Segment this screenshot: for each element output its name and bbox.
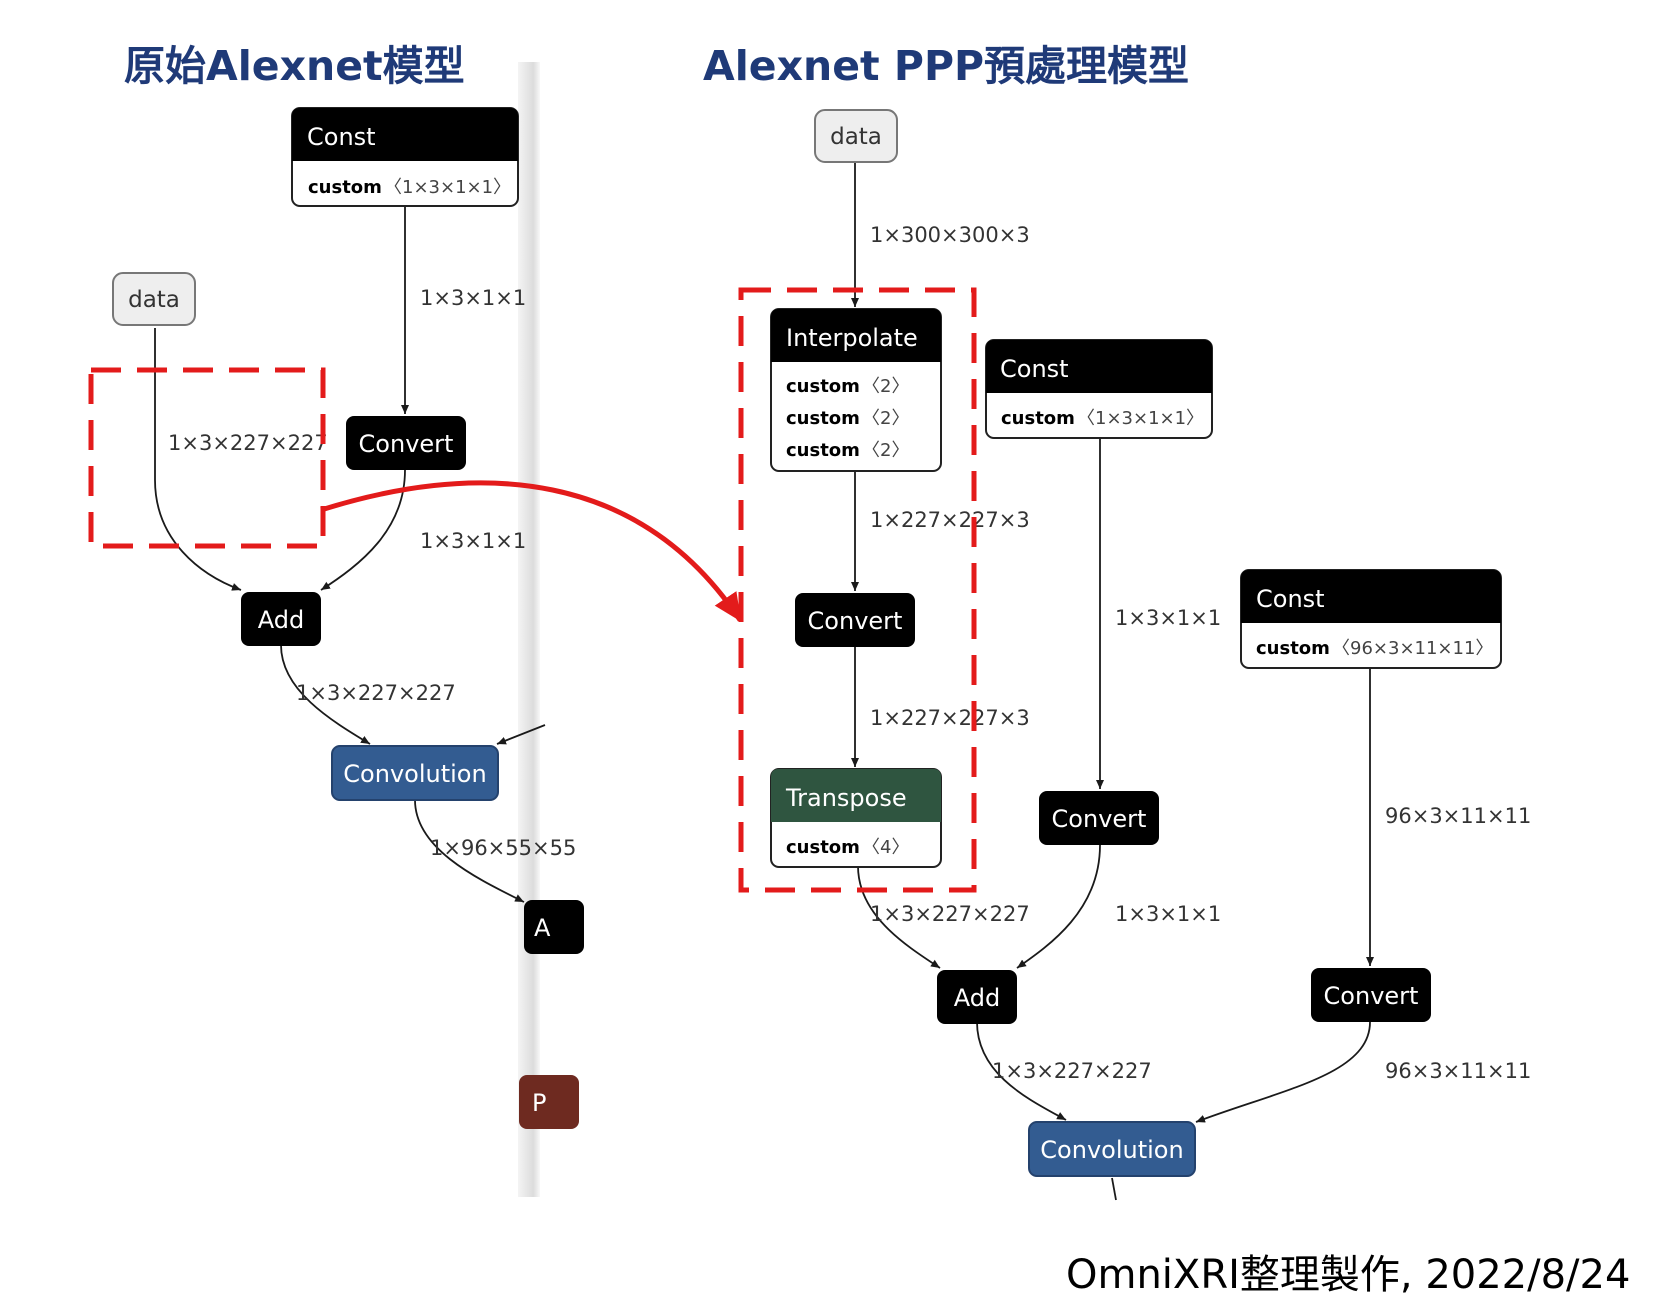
edge-transpose-add [857, 865, 941, 969]
edge-label: 1×3×1×1 [1115, 902, 1221, 926]
attr-key: custom [1256, 638, 1330, 659]
node-title: P [532, 1089, 546, 1117]
edge-label: 1×96×55×55 [430, 836, 576, 860]
node-title: Add [954, 984, 1000, 1012]
add-node[interactable]: Add [937, 970, 1017, 1024]
node-title: Convert [1052, 805, 1147, 833]
edge-add-conv [280, 644, 371, 745]
node-title: Const [307, 123, 376, 151]
data-node[interactable]: data [112, 272, 196, 326]
attr-key: custom [308, 177, 382, 198]
const-node-1[interactable]: Const custom 〈1×3×1×1〉 [985, 339, 1213, 439]
edge-label: 1×3×1×1 [420, 286, 526, 310]
attr-key: custom [1001, 408, 1075, 429]
edge-label: 1×3×1×1 [1115, 606, 1221, 630]
edge-label: 96×3×11×11 [1385, 804, 1531, 828]
attr-value: 〈1×3×1×1〉 [1077, 408, 1204, 429]
edge-label: 1×3×227×227 [870, 902, 1030, 926]
edge-label: 1×3×227×227 [992, 1059, 1152, 1083]
node-title: Convert [808, 607, 903, 635]
convolution-node[interactable]: Convolution [331, 745, 499, 801]
edge-add-conv [976, 1021, 1067, 1121]
node-title: data [128, 287, 180, 313]
convert-node-c[interactable]: Convert [1311, 968, 1431, 1022]
attr-value: 〈2〉 [862, 440, 909, 461]
cut-node-pooling[interactable]: P [519, 1075, 579, 1129]
highlight-box-left [88, 367, 326, 549]
node-title: A [534, 914, 551, 942]
node-title: Const [1000, 355, 1069, 383]
convert-node-b[interactable]: Convert [1039, 791, 1159, 845]
attr-value: 〈4〉 [862, 837, 909, 858]
attr-key: custom [786, 408, 860, 429]
edge-convert-conv [1195, 1021, 1371, 1123]
edge-convert-add [1016, 844, 1101, 969]
node-title: Add [258, 606, 304, 634]
node-title: Const [1256, 585, 1325, 613]
const-node[interactable]: Const custom 〈1×3×1×1〉 [291, 107, 519, 207]
attr-key: custom [786, 440, 860, 461]
node-title: data [830, 124, 882, 150]
edge-label: 96×3×11×11 [1385, 1059, 1531, 1083]
attr-value: 〈1×3×1×1〉 [384, 177, 511, 198]
attr-value: 〈96×3×11×11〉 [1332, 638, 1493, 659]
left-title: 原始Alexnet模型 [124, 42, 465, 90]
attr-key: custom [786, 376, 860, 397]
edge-label: 1×3×1×1 [420, 529, 526, 553]
node-title: Convert [1324, 982, 1419, 1010]
footer-credit: OmniXRI整理製作, 2022/8/24 [1066, 1252, 1631, 1298]
transpose-node[interactable]: Transpose custom 〈4〉 [770, 768, 942, 868]
edge-label: 1×227×227×3 [870, 706, 1030, 730]
node-title: Interpolate [786, 324, 918, 352]
attr-value: 〈2〉 [862, 408, 909, 429]
edge-label: 1×3×227×227 [168, 431, 328, 455]
node-title: Transpose [785, 784, 907, 812]
edge-label: 1×227×227×3 [870, 508, 1030, 532]
node-title: Convolution [343, 760, 486, 788]
edge-label: 1×3×227×227 [296, 681, 456, 705]
const-node-2[interactable]: Const custom 〈96×3×11×11〉 [1240, 569, 1502, 669]
convolution-node[interactable]: Convolution [1028, 1121, 1196, 1177]
node-title: Convert [359, 430, 454, 458]
attr-value: 〈2〉 [862, 376, 909, 397]
data-node[interactable]: data [814, 109, 898, 163]
convert-node[interactable]: Convert [346, 416, 466, 470]
highlight-box-right [738, 287, 977, 893]
add-node[interactable]: Add [241, 592, 321, 646]
replacement-arrow [320, 480, 743, 622]
interpolate-node[interactable]: Interpolate custom 〈2〉 custom 〈2〉 custom… [770, 308, 942, 472]
right-title: Alexnet PPP預處理模型 [703, 42, 1190, 90]
edge-conv-out [414, 799, 525, 903]
left-graph-panel: 1×3×1×1 1×3×227×227 1×3×1×1 1×3×227×227 … [0, 0, 584, 1200]
cut-node-add[interactable]: A [524, 900, 584, 954]
left-graph: 1×3×1×1 1×3×227×227 1×3×1×1 1×3×227×227 … [112, 107, 584, 1129]
edge-label: 1×300×300×3 [870, 223, 1030, 247]
edge-conv-out [1111, 1177, 1117, 1201]
convert-node-a[interactable]: Convert [795, 593, 915, 647]
node-title: Convolution [1040, 1136, 1183, 1164]
edge-incoming-conv [496, 724, 546, 745]
attr-key: custom [786, 837, 860, 858]
